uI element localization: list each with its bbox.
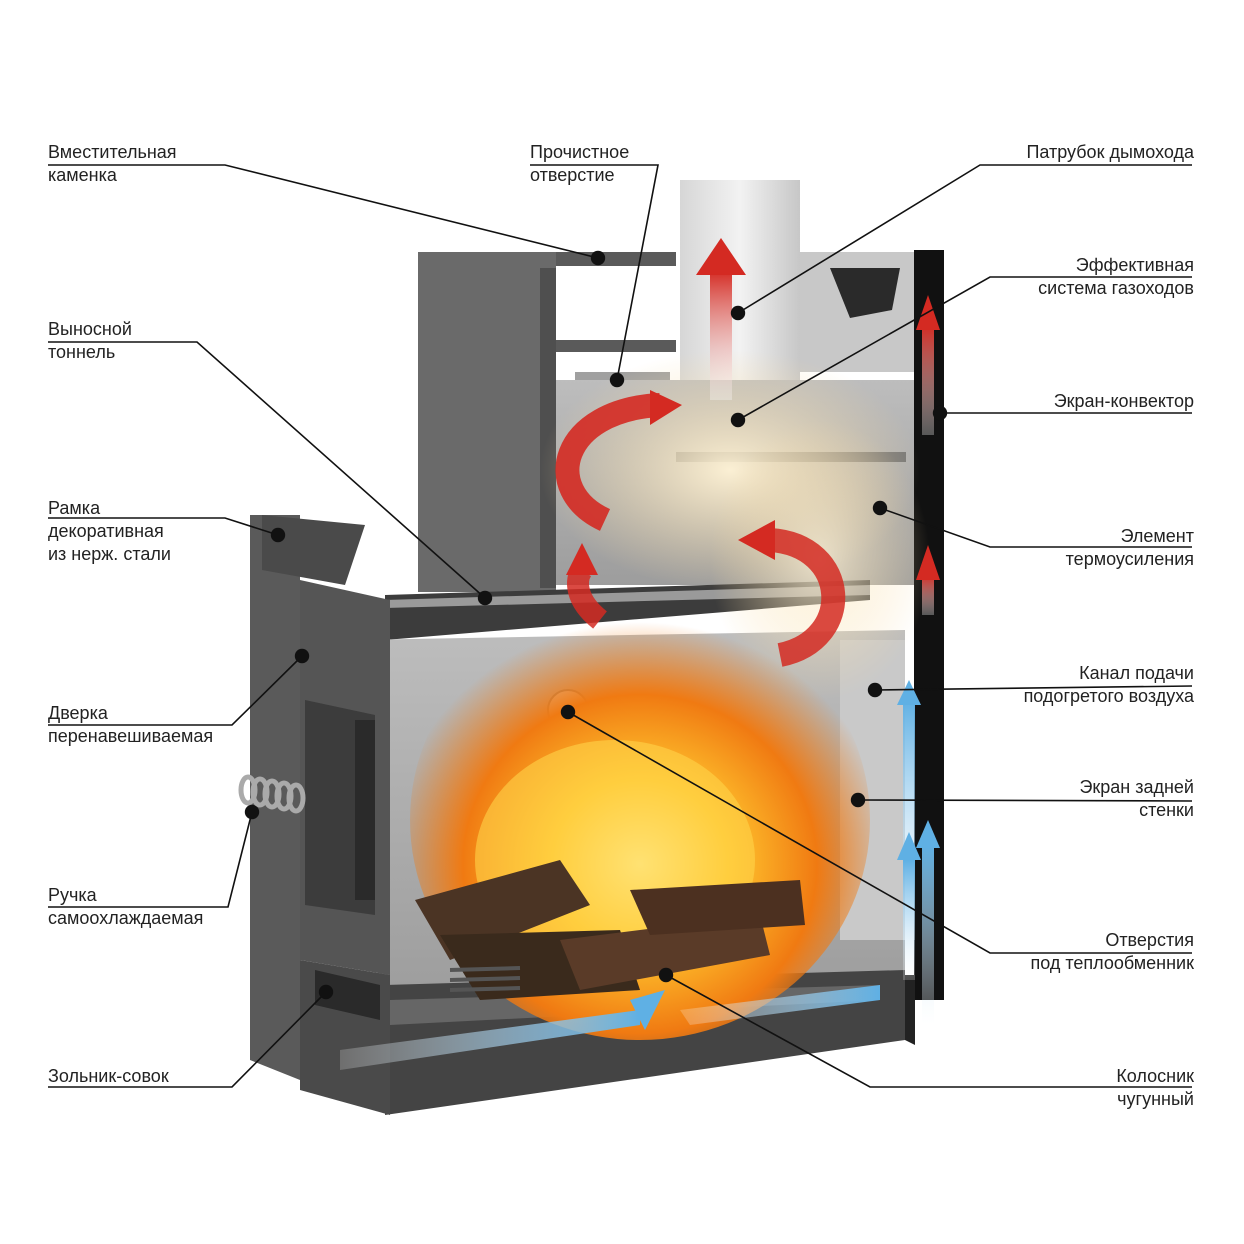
leader-flue — [730, 164, 1192, 321]
leader-door — [48, 648, 310, 726]
label-ash-pan: Зольник-совок — [48, 1066, 169, 1086]
leader-grate — [658, 967, 1192, 1088]
label-flue-pipe: Патрубок дымохода — [1026, 142, 1194, 162]
leader-air — [867, 682, 1193, 698]
leader-tunnel — [48, 341, 493, 606]
label-back-screen: Экран задней стенки — [1079, 777, 1194, 820]
hot-air-arrows — [555, 238, 940, 667]
leader-holes — [560, 704, 1192, 954]
leader-cleanout — [530, 164, 659, 388]
leader-lines — [48, 164, 1193, 1088]
label-cleanout: Прочистное отверстие — [530, 142, 630, 185]
grate — [449, 966, 521, 992]
kamenka-box — [418, 252, 556, 592]
cold-air-arrows — [340, 680, 940, 1070]
leader-back — [850, 792, 1193, 808]
label-heat-holes: Отверстия под теплообменник — [1030, 930, 1194, 973]
handle-spring — [238, 774, 306, 814]
label-gas-ducts: Эффективная система газоходов — [1038, 255, 1194, 298]
label-tunnel: Выносной тоннель — [48, 319, 132, 362]
label-thermo: Элемент термоусиления — [1065, 526, 1194, 569]
leader-gas — [730, 276, 1192, 428]
leader-thermo — [872, 500, 1192, 548]
label-air-channel: Канал подачи подогретого воздуха — [1023, 663, 1194, 706]
label-grate: Колосник чугунный — [1116, 1066, 1194, 1109]
label-handle: Ручка самоохлаждаемая — [48, 885, 204, 928]
logs — [415, 860, 805, 1000]
label-convector: Экран-конвектор — [1053, 391, 1194, 411]
label-frame: Рамка декоративная из нерж. стали — [48, 498, 171, 564]
leader-frame — [48, 517, 286, 543]
label-kamenka: Вместительная каменка — [48, 142, 177, 185]
leader-ash — [48, 984, 334, 1088]
leader-handle — [48, 804, 260, 908]
leader-kamenka — [48, 164, 606, 266]
label-door: Дверка перенавешиваемая — [48, 703, 214, 746]
